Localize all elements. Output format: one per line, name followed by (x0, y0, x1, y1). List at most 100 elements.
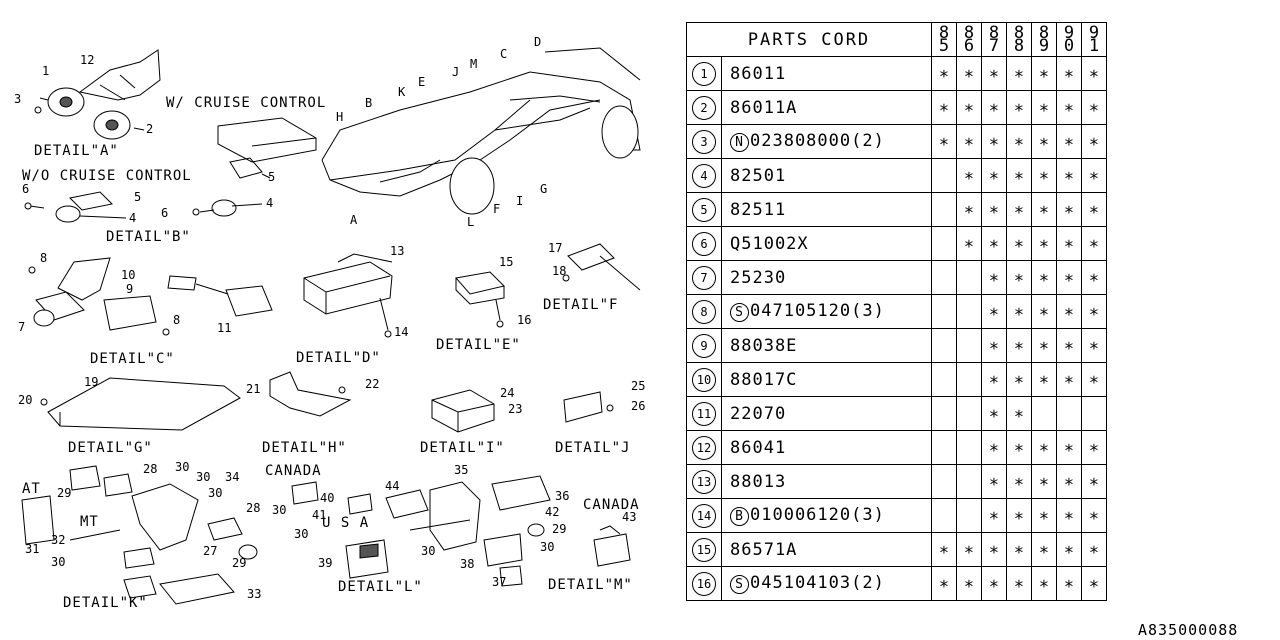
part-number-text: 86011 (730, 63, 787, 84)
diagram-code: A835000088 (1138, 621, 1239, 639)
part-prefix-circle: S (730, 575, 749, 594)
row-index: 1 (686, 56, 722, 91)
part-number-text: 86041 (730, 437, 787, 458)
detail-m-drawing (593, 525, 631, 567)
callout-c25: 25 (631, 379, 645, 393)
row-index-circle: 10 (692, 367, 716, 392)
year-mark (931, 362, 957, 397)
callout-c37: 37 (492, 575, 506, 589)
callout-c21: 21 (246, 382, 260, 396)
callout-c30e: 30 (272, 503, 286, 517)
year-mark: ∗ (1006, 158, 1032, 193)
year-mark: ∗ (1031, 328, 1057, 363)
label-canada-2: CANADA (583, 497, 640, 513)
row-index: 9 (686, 328, 722, 363)
label-wo-cruise: W/O CRUISE CONTROL (22, 168, 192, 184)
year-mark: ∗ (981, 56, 1007, 91)
year-mark (931, 328, 957, 363)
row-index: 6 (686, 226, 722, 261)
year-mark: ∗ (981, 260, 1007, 295)
callout-c3: 3 (14, 92, 21, 106)
year-mark: ∗ (981, 90, 1007, 125)
callout-c38: 38 (460, 557, 474, 571)
part-number-text: 86011A (730, 97, 798, 118)
callout-c29a: 29 (57, 486, 71, 500)
callout-c18: 18 (552, 264, 566, 278)
callout-c28b: 28 (246, 501, 260, 515)
year-mark: ∗ (1056, 158, 1082, 193)
callout-cB: B (365, 96, 372, 110)
label-detail-d: DETAIL"D" (296, 350, 381, 366)
callout-c11: 11 (217, 321, 231, 335)
row-index-circle: 5 (692, 197, 716, 222)
callout-c10: 10 (121, 268, 135, 282)
row-index-circle: 12 (692, 435, 716, 460)
year-mark: ∗ (1031, 124, 1057, 159)
part-number: 86571A (721, 532, 932, 567)
year-mark (956, 260, 982, 295)
year-mark (931, 192, 957, 227)
year-mark: ∗ (1081, 192, 1107, 227)
row-index-circle: 3 (692, 129, 716, 154)
callout-cJ: J (452, 65, 459, 79)
detail-e-f-drawing (455, 243, 641, 328)
year-mark: ∗ (1031, 430, 1057, 465)
callout-c17: 17 (548, 241, 562, 255)
label-detail-l: DETAIL"L" (338, 579, 423, 595)
label-detail-b: DETAIL"B" (106, 229, 191, 245)
year-mark: ∗ (1081, 124, 1107, 159)
row-index-circle: 9 (692, 333, 716, 358)
part-number-text: 88017C (730, 369, 798, 390)
year-mark: ∗ (981, 396, 1007, 431)
year-mark: ∗ (1056, 566, 1082, 601)
year-mark (956, 328, 982, 363)
part-number-text: 25230 (730, 267, 787, 288)
callout-c39: 39 (318, 556, 332, 570)
row-index: 3 (686, 124, 722, 159)
year-mark: ∗ (981, 226, 1007, 261)
year-mark: ∗ (956, 56, 982, 91)
callout-c8a: 8 (40, 251, 47, 265)
part-number: 88017C (721, 362, 932, 397)
callout-c44: 44 (385, 479, 399, 493)
year-mark: ∗ (1006, 430, 1032, 465)
callout-c30f: 30 (294, 527, 308, 541)
label-detail-g: DETAIL"G" (68, 440, 153, 456)
callout-cL: L (467, 215, 474, 229)
callout-c5b: 5 (134, 190, 141, 204)
part-number: 82511 (721, 192, 932, 227)
callout-c15: 15 (499, 255, 513, 269)
year-mark: ∗ (1006, 396, 1032, 431)
callout-c19: 19 (84, 375, 98, 389)
part-number-text: 88038E (730, 335, 798, 356)
callout-c32: 32 (51, 533, 65, 547)
callout-c16: 16 (517, 313, 531, 327)
callout-c31: 31 (25, 542, 39, 556)
part-number: 22070 (721, 396, 932, 431)
year-mark (931, 260, 957, 295)
year-mark: ∗ (1056, 124, 1082, 159)
callout-c30a: 30 (175, 460, 189, 474)
year-mark: ∗ (1006, 192, 1032, 227)
part-number: 25230 (721, 260, 932, 295)
callout-c27: 27 (203, 544, 217, 558)
year-mark (931, 158, 957, 193)
callout-c26: 26 (631, 399, 645, 413)
part-number: 88013 (721, 464, 932, 499)
year-mark: ∗ (1081, 566, 1107, 601)
part-number-text: 010006120(3) (750, 505, 885, 525)
row-index: 8 (686, 294, 722, 329)
year-mark: ∗ (956, 124, 982, 159)
callout-cF: F (493, 202, 500, 216)
